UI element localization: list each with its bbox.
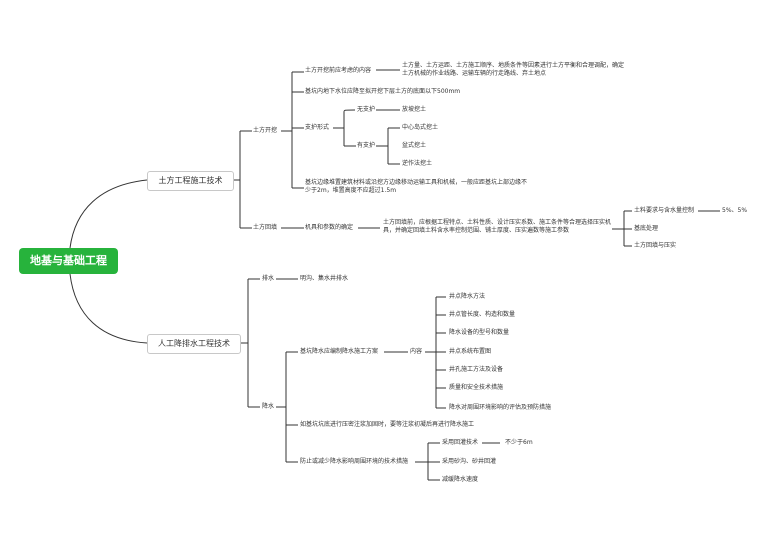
- node-no-support[interactable]: 无支护: [357, 106, 376, 113]
- node-excavation-considerations[interactable]: 土方开挖前应考虑的内容: [305, 67, 372, 74]
- node-plan-item-7[interactable]: 降水对周围环境影响的评估及预防措施: [449, 404, 552, 411]
- node-top-down[interactable]: 逆作法挖土: [402, 160, 433, 167]
- node-basin-excavation[interactable]: 盆式挖土: [402, 142, 427, 149]
- node-sand-recharge[interactable]: 采用砂沟、砂井回灌: [442, 458, 497, 465]
- node-lowering[interactable]: 降水: [262, 403, 275, 410]
- node-plan-item-2[interactable]: 井点管长度、构造和数量: [449, 311, 516, 318]
- node-plan-item-1[interactable]: 井点降水方法: [449, 293, 486, 300]
- node-plan-content[interactable]: 内容: [410, 348, 423, 355]
- node-excavation-considerations-detail[interactable]: 土方量、土方运距、土方施工顺序、地质条件等因素进行土方平衡和合理调配，确定土方机…: [402, 62, 625, 77]
- node-machinery-detail[interactable]: 土方回填前，应根据工程特点、土料性质、设计压实系数、施工条件等合理选择压实机具，…: [383, 219, 612, 234]
- node-backfill[interactable]: 土方回填: [253, 224, 278, 231]
- node-groundwater-level[interactable]: 基坑内地下水位应降至拟开挖下层土方的底面以下500mm: [305, 88, 461, 95]
- node-moisture-value[interactable]: 5%、5%: [722, 207, 748, 214]
- node-recharge[interactable]: 采用回灌技术: [442, 439, 479, 446]
- node-open-ditch[interactable]: 明沟、集水井排水: [300, 275, 349, 282]
- node-excavation[interactable]: 土方开挖: [253, 127, 278, 134]
- node-support-form[interactable]: 支护形式: [305, 124, 330, 131]
- node-moisture-control[interactable]: 土料要求与含水量控制: [634, 207, 695, 214]
- node-drainage[interactable]: 排水: [262, 275, 275, 282]
- branch-earthwork[interactable]: 土方工程施工技术: [147, 171, 234, 191]
- root-node[interactable]: 地基与基础工程: [19, 248, 118, 274]
- node-slow-dewatering[interactable]: 减缓降水速度: [442, 476, 479, 483]
- node-base-treatment[interactable]: 基底处理: [634, 225, 659, 232]
- node-environment-measures[interactable]: 防止或减少降水影响周围环境的技术措施: [300, 458, 409, 465]
- node-plan-item-6[interactable]: 质量和安全技术措施: [449, 384, 504, 391]
- node-center-island[interactable]: 中心岛式挖土: [402, 124, 439, 131]
- node-grouting[interactable]: 如基坑坑底进行压密注浆加固时，要等注浆初凝后再进行降水施工: [300, 421, 475, 428]
- node-edge-stacking[interactable]: 基坑边缘堆置建筑材料或沿挖方边缘移动运输工具和机械，一般应距基坑上部边缘不少于2…: [305, 179, 528, 194]
- node-backfill-compaction[interactable]: 土方回填与压实: [634, 242, 677, 249]
- branch-dewatering[interactable]: 人工降排水工程技术: [147, 334, 241, 354]
- node-dewatering-plan[interactable]: 基坑降水应编制降水施工方案: [300, 348, 379, 355]
- node-plan-item-3[interactable]: 降水设备的型号和数量: [449, 329, 510, 336]
- node-recharge-distance[interactable]: 不少于6m: [505, 439, 533, 446]
- node-plan-item-5[interactable]: 井孔施工方法及设备: [449, 366, 504, 373]
- node-with-support[interactable]: 有支护: [357, 142, 376, 149]
- node-machinery-parameters[interactable]: 机具和参数的确定: [305, 224, 354, 231]
- node-plan-item-4[interactable]: 井点系统布置图: [449, 348, 492, 355]
- node-slope-excavation[interactable]: 放坡挖土: [402, 106, 427, 113]
